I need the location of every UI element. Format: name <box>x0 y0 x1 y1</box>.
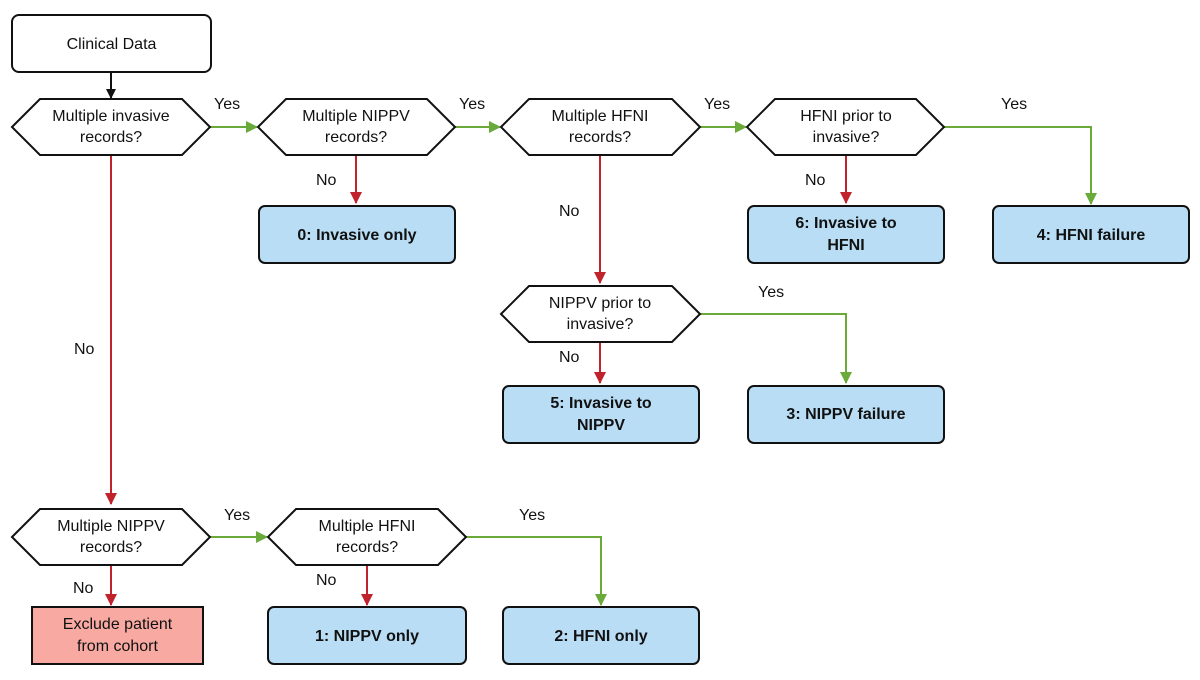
decision-multiple-invasive-line1: Multiple invasive <box>52 108 169 125</box>
outcome-3-label: 3: NIPPV failure <box>786 406 905 423</box>
label-hfni-prior-yes: Yes <box>1001 96 1027 113</box>
edges <box>105 72 1097 606</box>
outcome-4-label: 4: HFNI failure <box>1037 227 1146 244</box>
decision-multiple-nippv-top-line2: records? <box>325 129 387 146</box>
label-hfni-prior-no: No <box>805 172 826 189</box>
label-nippv-top-no: No <box>316 172 337 189</box>
edge-hfni-prior-yes <box>944 126 1097 205</box>
outcome-5-invasive-to-nippv: 5: Invasive to NIPPV <box>502 385 700 444</box>
decision-multiple-nippv-bottom-line2: records? <box>80 539 142 556</box>
decision-multiple-nippv-bottom: Multiple NIPPV records? <box>10 508 212 566</box>
decision-multiple-hfni-bottom-line1: Multiple HFNI <box>319 518 416 535</box>
outcome-exclude-line2: from cohort <box>77 638 158 655</box>
outcome-exclude-line1: Exclude patient <box>63 616 173 633</box>
outcome-2-label: 2: HFNI only <box>554 628 647 645</box>
outcome-5-line1: 5: Invasive to <box>550 395 652 412</box>
outcome-0-label: 0: Invasive only <box>297 227 416 244</box>
outcome-1-label: 1: NIPPV only <box>315 628 419 645</box>
edge-nippv-prior-yes <box>700 313 852 384</box>
decision-nippv-prior: NIPPV prior to invasive? <box>499 285 702 343</box>
label-nippv-top-yes: Yes <box>459 96 485 113</box>
outcome-5-line2: NIPPV <box>577 417 625 434</box>
label-nippv-prior-no: No <box>559 349 580 366</box>
outcome-6-invasive-to-hfni: 6: Invasive to HFNI <box>747 205 945 264</box>
decision-multiple-hfni-top: Multiple HFNI records? <box>499 98 702 156</box>
decision-hfni-prior-line1: HFNI prior to <box>800 108 892 125</box>
outcome-4-hfni-failure: 4: HFNI failure <box>992 205 1190 264</box>
outcome-1-nippv-only: 1: NIPPV only <box>267 606 467 665</box>
label-hfni-bottom-yes: Yes <box>519 507 545 524</box>
node-clinical-data-label: Clinical Data <box>67 36 157 53</box>
label-nippv-bottom-yes: Yes <box>224 507 250 524</box>
label-nippv-bottom-no: No <box>73 580 94 597</box>
decision-multiple-invasive: Multiple invasive records? <box>10 98 212 156</box>
outcome-0-invasive-only: 0: Invasive only <box>258 205 456 264</box>
edge-hfni-bottom-yes <box>466 536 607 606</box>
decision-nippv-prior-line1: NIPPV prior to <box>549 295 651 312</box>
decision-nippv-prior-line2: invasive? <box>567 316 634 333</box>
outcome-6-line1: 6: Invasive to <box>795 215 897 232</box>
decision-multiple-nippv-bottom-line1: Multiple NIPPV <box>57 518 165 535</box>
decision-multiple-nippv-top-line1: Multiple NIPPV <box>302 108 410 125</box>
outcome-3-nippv-failure: 3: NIPPV failure <box>747 385 945 444</box>
label-nippv-prior-yes: Yes <box>758 284 784 301</box>
node-clinical-data: Clinical Data <box>11 14 212 73</box>
decision-multiple-hfni-bottom: Multiple HFNI records? <box>266 508 468 566</box>
outcome-exclude-patient: Exclude patient from cohort <box>31 606 204 665</box>
outcome-2-hfni-only: 2: HFNI only <box>502 606 700 665</box>
decision-multiple-nippv-top: Multiple NIPPV records? <box>256 98 457 156</box>
label-hfni-top-yes: Yes <box>704 96 730 113</box>
decision-multiple-hfni-bottom-line2: records? <box>336 539 398 556</box>
label-invasive-no: No <box>74 341 95 358</box>
decision-hfni-prior-line2: invasive? <box>813 129 880 146</box>
edge-labels: Yes Yes Yes Yes No No No Yes No No Yes Y… <box>73 96 1027 597</box>
decision-multiple-hfni-top-line2: records? <box>569 129 631 146</box>
label-hfni-top-no: No <box>559 203 580 220</box>
decision-multiple-invasive-line2: records? <box>80 129 142 146</box>
decision-hfni-prior: HFNI prior to invasive? <box>745 98 946 156</box>
label-invasive-yes: Yes <box>214 96 240 113</box>
decision-multiple-hfni-top-line1: Multiple HFNI <box>552 108 649 125</box>
outcome-6-line2: HFNI <box>827 237 864 254</box>
label-hfni-bottom-no: No <box>316 572 337 589</box>
